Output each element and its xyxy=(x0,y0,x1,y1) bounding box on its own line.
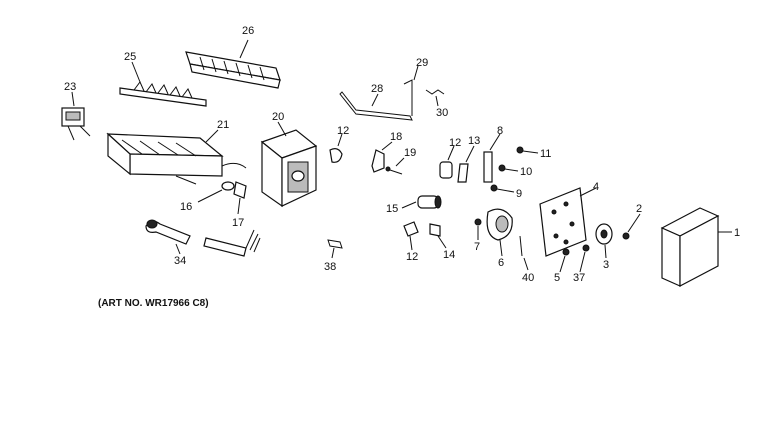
label-16: 16 xyxy=(180,201,192,213)
part-9-screw xyxy=(490,184,515,193)
label-3: 3 xyxy=(603,259,609,271)
part-29-lever xyxy=(403,65,419,116)
label-17: 17 xyxy=(232,217,244,229)
label-30: 30 xyxy=(436,107,448,119)
part-20-housing xyxy=(260,121,318,208)
part-16-ring xyxy=(197,181,235,203)
part-2-screw xyxy=(622,213,641,240)
label-7: 7 xyxy=(474,241,480,253)
part-12-clip-c xyxy=(403,221,419,251)
label-29: 29 xyxy=(416,57,428,69)
label-8: 8 xyxy=(497,125,503,137)
part-21-ice-mold xyxy=(106,129,247,185)
label-6: 6 xyxy=(498,257,504,269)
part-40-wire xyxy=(519,235,529,271)
part-8-plate xyxy=(483,133,501,183)
part-14-connector xyxy=(429,223,447,249)
label-13: 13 xyxy=(468,135,480,147)
label-1: 1 xyxy=(734,227,740,239)
part-3-gear xyxy=(595,223,613,259)
label-28: 28 xyxy=(371,83,383,95)
part-28-shutoff-arm xyxy=(339,91,413,121)
label-19: 19 xyxy=(404,147,416,159)
part-25-ejector-shaft xyxy=(119,61,207,107)
part-12-clip-b xyxy=(439,145,455,179)
label-25: 25 xyxy=(124,51,136,63)
art-number: (ART NO. WR17966 C8) xyxy=(98,298,209,309)
label-9: 9 xyxy=(516,188,522,200)
label-5: 5 xyxy=(554,272,560,284)
part-30-spring xyxy=(425,89,445,107)
callout-labels: 26 25 23 21 20 28 29 30 12 18 19 12 13 8… xyxy=(64,25,740,284)
part-26-ejector-cover xyxy=(185,39,281,89)
label-40: 40 xyxy=(522,272,534,284)
part-37-screw xyxy=(579,244,590,273)
part-7-screw xyxy=(474,218,482,240)
label-12-c: 12 xyxy=(406,251,418,263)
part-11-screw xyxy=(516,146,539,154)
part-18-bracket xyxy=(371,141,393,173)
part-13-bracket xyxy=(457,145,475,183)
label-23: 23 xyxy=(64,81,76,93)
label-4: 4 xyxy=(593,181,599,193)
label-2: 2 xyxy=(636,203,642,215)
label-11: 11 xyxy=(540,148,551,160)
part-19-screw xyxy=(385,157,405,175)
part-4-mounting-plate xyxy=(539,187,597,257)
part-23-thermostat xyxy=(61,91,91,141)
label-21: 21 xyxy=(217,119,229,131)
part-6-motor xyxy=(486,208,513,257)
label-12-b: 12 xyxy=(449,137,461,149)
label-37: 37 xyxy=(573,272,585,284)
part-5-screw xyxy=(559,248,570,273)
part-15-switch xyxy=(401,195,442,209)
wire-harness xyxy=(203,229,261,257)
label-12-a: 12 xyxy=(337,125,349,137)
label-18: 18 xyxy=(390,131,402,143)
part-17-bracket xyxy=(233,181,247,215)
label-15: 15 xyxy=(386,203,398,215)
label-34: 34 xyxy=(174,255,186,267)
part-34-fill-tube xyxy=(145,219,191,255)
label-10: 10 xyxy=(520,166,532,178)
part-38-clip xyxy=(327,239,343,259)
label-38: 38 xyxy=(324,261,336,273)
label-14: 14 xyxy=(443,249,455,261)
part-10-screw xyxy=(498,164,519,172)
label-26: 26 xyxy=(242,25,254,37)
part-12-clip-a xyxy=(329,133,343,163)
label-20: 20 xyxy=(272,111,284,123)
part-1-cover xyxy=(660,207,732,287)
